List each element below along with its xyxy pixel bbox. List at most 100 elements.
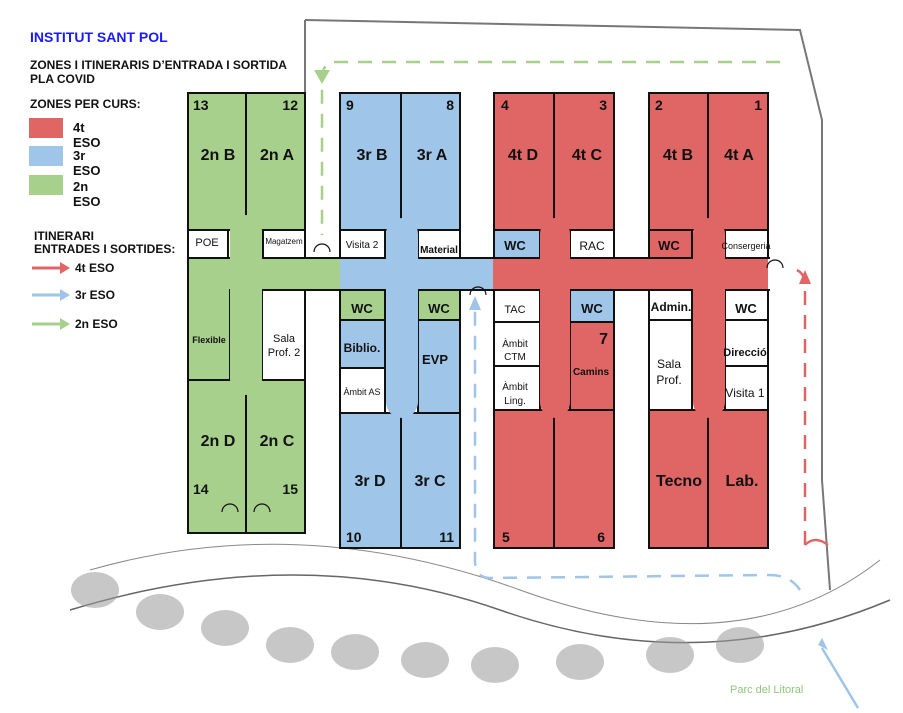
room-label: 13 (193, 97, 209, 113)
corridor-vertical (386, 218, 418, 418)
corridor-vertical (693, 218, 725, 418)
room-label: 15 (282, 481, 298, 497)
route-2n-eso (320, 60, 780, 235)
bush-icon (401, 642, 449, 678)
room-label: 4t D (508, 147, 538, 164)
door-icon (221, 503, 239, 513)
room-label: 14 (193, 481, 209, 497)
bush-icon (201, 610, 249, 646)
zone-label: 2n ESO (73, 179, 101, 209)
room-label: POE (195, 237, 218, 249)
room-magatzem (262, 229, 306, 259)
corridor-vertical (230, 215, 262, 395)
route-arrow-head (799, 270, 811, 284)
classroom-4t-c (553, 92, 615, 231)
room-label: WC (504, 238, 526, 253)
itinerary-label: 2n ESO (75, 317, 118, 331)
route-4t-eso-entry (804, 538, 829, 547)
room-label: TAC (504, 304, 525, 316)
room-label: Sala (273, 333, 296, 345)
itinerary-arrow-head (60, 289, 70, 301)
door-icon (766, 259, 784, 269)
route-arrow-head (818, 638, 828, 650)
room-label: Lab. (726, 473, 759, 490)
door-icon (253, 503, 271, 513)
bush-icon (71, 572, 119, 608)
room-label: 2n D (201, 433, 236, 450)
room-label: EVP (422, 352, 448, 367)
classroom-3r-d (339, 412, 402, 549)
room-label: Magatzem (265, 237, 303, 246)
room-direccio (724, 319, 769, 367)
room-label: WC (735, 301, 757, 316)
room-label: RAC (579, 239, 605, 253)
plan-subtitle-line2: PLA COVID (30, 72, 95, 86)
room-label: WC (581, 301, 603, 316)
plan-subtitle-line1: ZONES I ITINERARIS D’ENTRADA I SORTIDA (30, 58, 287, 72)
bush-icon (136, 594, 184, 630)
route-4t-eso (789, 266, 807, 545)
room-label: 3r D (354, 473, 385, 490)
room-label: 11 (439, 529, 454, 545)
room-label: 5 (502, 529, 510, 545)
room-tecno (648, 409, 709, 549)
room-label: 12 (282, 97, 298, 113)
room-label: Direcció (723, 347, 767, 359)
room-label: Tecno (656, 473, 702, 490)
room-label: WC (658, 238, 680, 253)
classroom-3r-b (339, 92, 402, 231)
zone-label: 4t ESO (73, 120, 101, 150)
site-boundary (304, 19, 831, 591)
room-label: 7 (599, 331, 608, 348)
room-label: Material (420, 245, 458, 256)
room-visita-2 (339, 229, 386, 259)
route-3r-eso (473, 305, 802, 591)
room-label: 1 (754, 97, 762, 113)
bush-icon (266, 627, 314, 663)
corridor-vertical (540, 218, 570, 418)
itinerary-heading: ITINERARI ENTRADES I SORTIDES: (34, 230, 175, 256)
door-icon (313, 243, 331, 253)
route-arrow-head (314, 70, 330, 84)
route-arrow-head (469, 296, 481, 310)
room-wc (648, 229, 693, 259)
classroom-6 (553, 409, 615, 549)
room-label: 2n C (260, 433, 295, 450)
door-icon (469, 286, 487, 296)
room-label: 4t A (724, 147, 754, 164)
corridor-4t-eso (493, 259, 768, 289)
zone-label: 3r ESO (73, 148, 101, 178)
zone-swatch (29, 146, 63, 166)
room-label: Flexible (192, 335, 226, 345)
itinerary-heading-line1: ITINERARI (34, 229, 94, 243)
room-label: Àmbit AS (343, 387, 380, 397)
room-label: CTM (504, 352, 526, 363)
classroom-3r-c (400, 412, 461, 549)
zone-swatch (29, 118, 63, 138)
room-label: Àmbit (502, 380, 528, 393)
route-3r-eso-entry (820, 647, 860, 709)
room-label: Ling. (504, 396, 526, 407)
room-label: Àmbit (502, 337, 528, 350)
room-label: 3r B (356, 147, 387, 164)
room-label: 2n A (260, 147, 295, 164)
itinerary-arrow-head (60, 262, 70, 274)
room-label: 9 (346, 97, 354, 113)
room-label: 2n B (201, 147, 236, 164)
park-path-edge (69, 574, 891, 644)
plan-subtitle: ZONES I ITINERARIS D’ENTRADA I SORTIDA P… (30, 58, 287, 86)
room-label: Visita 2 (346, 240, 379, 251)
room-label: 4 (501, 97, 509, 113)
room-label: Admin. (651, 300, 692, 314)
bush-icon (471, 647, 519, 683)
room-poe (187, 229, 229, 259)
room-label: Prof. 2 (268, 347, 300, 359)
room-rac (569, 229, 615, 259)
itinerary-label: 4t ESO (75, 261, 115, 275)
room-label: 8 (446, 97, 454, 113)
room-label: Biblio. (344, 341, 381, 355)
room-sala-prof (648, 319, 693, 411)
room-label: 4t C (572, 147, 603, 164)
classroom-5 (493, 409, 555, 549)
